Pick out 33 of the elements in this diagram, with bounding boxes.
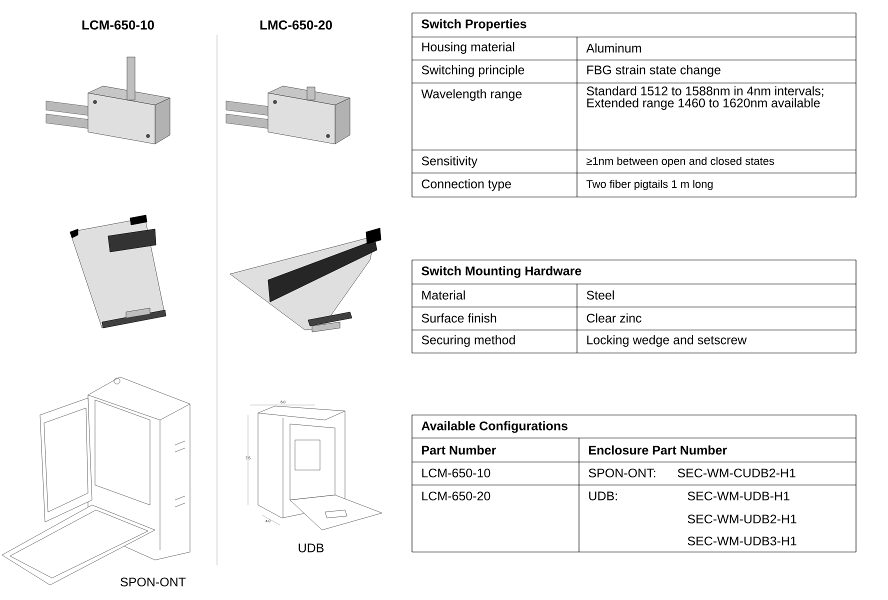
column-header: Enclosure Part Number xyxy=(589,445,727,455)
part-number: SEC-WM-CUDB2-H1 xyxy=(678,468,796,478)
property-name: Housing material xyxy=(422,42,514,54)
product-title: LMC-650-20 xyxy=(260,20,332,30)
enclosure-caption: UDB xyxy=(298,544,324,552)
property-value: Standard 1512 to 1588nm in 4nm intervals; Extended range 1460 to 1620nm available xyxy=(586,86,824,110)
property-value: FBG strain state change xyxy=(587,65,720,77)
part-number: SEC-WM-UDB2-H1 xyxy=(688,514,796,524)
part-number: LCM-650-10 xyxy=(422,468,490,478)
property-name: Switching principle xyxy=(422,65,524,77)
product-title: LCM-650-10 xyxy=(82,20,154,30)
property-value: Locking wedge and setscrew xyxy=(587,335,747,347)
table-title: Available Configurations xyxy=(422,421,568,433)
property-value: Clear zinc xyxy=(586,313,642,323)
column-header: Part Number xyxy=(422,445,496,455)
property-name: Securing method xyxy=(422,335,515,347)
enclosure-caption: SPON-ONT xyxy=(120,578,186,586)
property-value: Two fiber pigtails 1 m long xyxy=(586,180,713,190)
property-name: Surface finish xyxy=(422,313,496,323)
property-name: Connection type xyxy=(422,179,511,191)
property-name: Sensitivity xyxy=(422,156,478,168)
property-value: Aluminum xyxy=(586,43,641,53)
part-number: LCM-650-20 xyxy=(422,492,490,500)
enclosure-type: SPON-ONT: xyxy=(588,468,656,478)
part-number: SEC-WM-UDB-H1 xyxy=(688,492,790,500)
table-title: Switch Properties xyxy=(422,19,526,31)
enclosure-type: UDB: xyxy=(589,492,617,500)
part-number: SEC-WM-UDB3-H1 xyxy=(688,536,796,546)
property-value: Steel xyxy=(586,290,614,300)
table-title: Switch Mounting Hardware xyxy=(422,266,582,278)
property-value: ≥1nm between open and closed states xyxy=(586,156,774,168)
property-name: Wavelength range xyxy=(421,89,522,101)
property-name: Material xyxy=(422,290,465,300)
